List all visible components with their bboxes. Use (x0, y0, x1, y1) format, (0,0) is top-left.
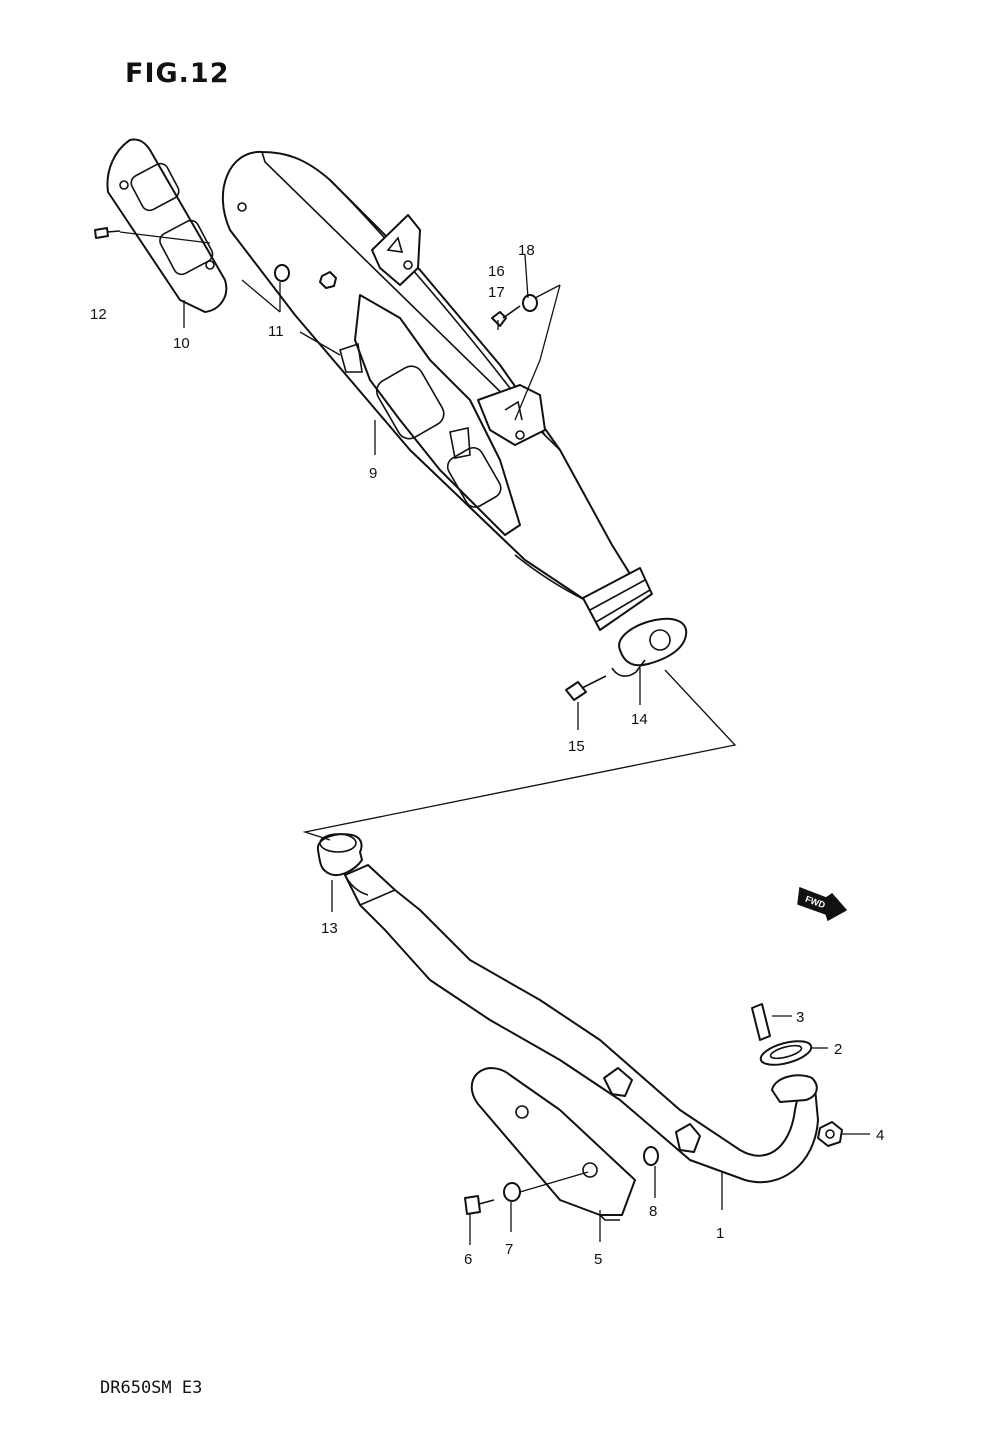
bolt-part-15 (565, 675, 607, 701)
nut-part-4 (817, 1121, 843, 1147)
callout-17: 17 (488, 284, 505, 301)
muffler-inner-plate (339, 294, 521, 536)
gasket-part-2 (759, 1040, 813, 1066)
callout-7: 7 (505, 1241, 513, 1258)
callout-9: 9 (369, 465, 377, 482)
callout-18: 18 (518, 242, 535, 259)
callout-10: 10 (173, 335, 190, 352)
callout-8: 8 (649, 1203, 657, 1220)
bolt-part-6 (464, 1195, 495, 1215)
clamp-part-14 (611, 617, 688, 677)
callout-16: 16 (488, 263, 505, 280)
model-code: DR650SM E3 (100, 1378, 203, 1398)
callout-12: 12 (90, 306, 107, 323)
callout-15: 15 (568, 738, 585, 755)
forward-arrow-icon: FWD (797, 886, 848, 922)
callout-13: 13 (321, 920, 338, 937)
leader-lines (119, 231, 870, 1245)
gasket-part-13 (316, 833, 363, 876)
assembly-link-line (302, 669, 737, 841)
callout-14: 14 (631, 711, 648, 728)
muffler-heat-shield-part-10 (106, 138, 247, 313)
pipe-heat-shield-part-5 (470, 1067, 636, 1221)
callout-11: 11 (268, 323, 284, 340)
muffler-hardware (94, 227, 538, 327)
washer-part-7 (503, 1182, 521, 1202)
assembly-link-line-2 (514, 284, 561, 421)
callout-6: 6 (464, 1251, 472, 1268)
washer-part-8 (643, 1146, 659, 1166)
figure-title: FIG.12 (125, 58, 230, 89)
callout-2: 2 (834, 1041, 842, 1058)
callout-labels: 1 2 3 4 5 6 7 8 9 10 11 12 13 14 15 16 1… (90, 242, 884, 1268)
callout-5: 5 (594, 1251, 602, 1268)
exhaust-pipe-part-1 (344, 864, 819, 1184)
callout-1: 1 (716, 1225, 724, 1242)
stud-part-3 (751, 1003, 771, 1041)
callout-4: 4 (876, 1127, 884, 1144)
callout-3: 3 (796, 1009, 804, 1026)
